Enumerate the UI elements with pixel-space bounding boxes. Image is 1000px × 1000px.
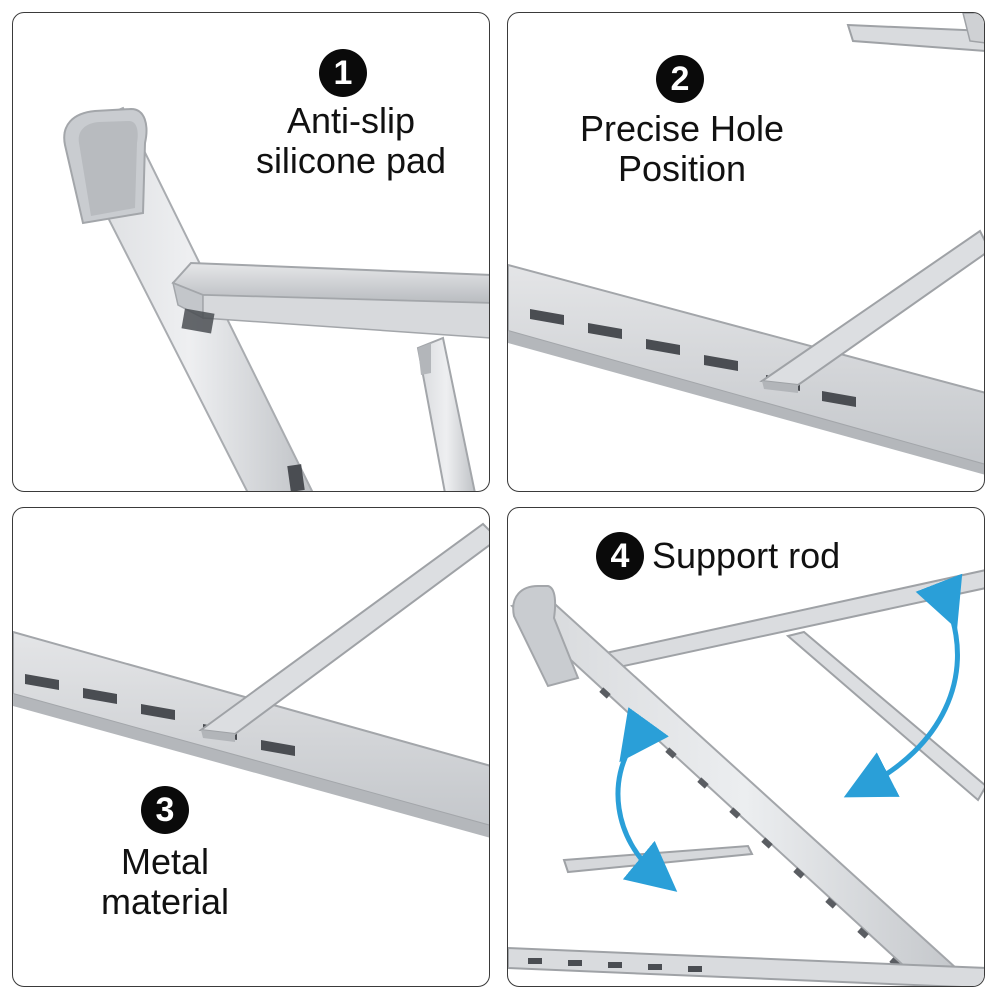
- feature-number-badge: 4: [596, 532, 644, 580]
- feature-caption-line2: silicone pad: [255, 140, 447, 181]
- feature-panel-precise-hole-position: 2 Precise Hole Position: [507, 12, 985, 492]
- feature-number-badge: 2: [656, 55, 704, 103]
- stand-full-view-illustration: [508, 569, 984, 986]
- feature-caption-line1: Metal: [120, 841, 210, 882]
- stand-closeup-metal-illustration: [13, 522, 489, 838]
- feature-caption-line2: Position: [617, 148, 747, 189]
- stand-closeup-pad-illustration: [63, 106, 489, 491]
- feature-caption-line1: Precise Hole: [579, 108, 785, 149]
- feature-panel-support-rod: 4 Support rod: [507, 507, 985, 987]
- stand-closeup-holes-illustration: [508, 13, 984, 475]
- feature-number-badge: 1: [319, 49, 367, 97]
- feature-caption-line1: Support rod: [652, 535, 841, 576]
- feature-panel-metal-material: 3 Metal material: [12, 507, 490, 987]
- feature-number-badge: 3: [141, 786, 189, 834]
- feature-panel-anti-slip-pad: 1 Anti-slip silicone pad: [12, 12, 490, 492]
- feature-caption-line1: Anti-slip: [286, 100, 416, 141]
- feature-caption-line2: material: [100, 881, 230, 922]
